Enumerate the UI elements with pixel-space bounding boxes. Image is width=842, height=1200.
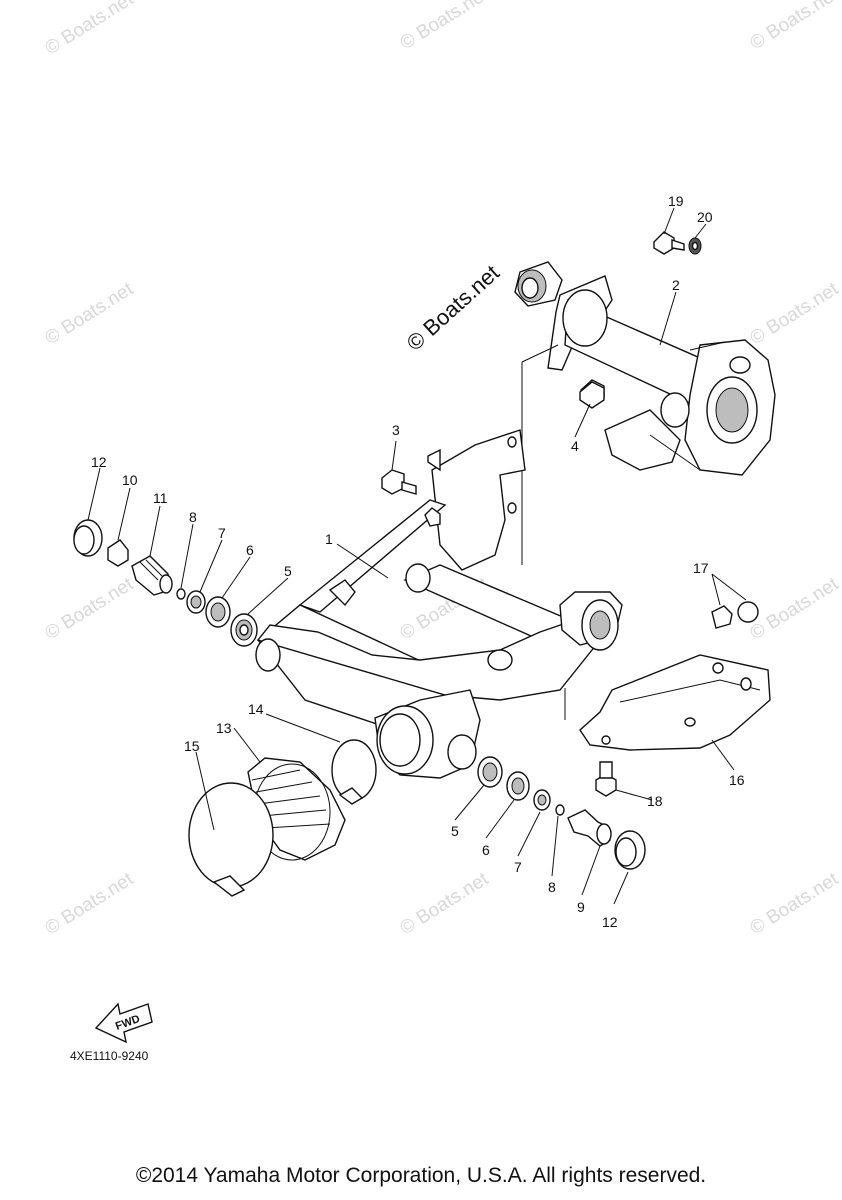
- callout-11: 11: [153, 490, 168, 506]
- shaft-9: [567, 809, 612, 847]
- callout-14: 14: [248, 701, 264, 717]
- callout-15: 15: [184, 738, 200, 754]
- callout-7-right: 7: [514, 859, 522, 875]
- bearing-5-left: [230, 613, 258, 647]
- watermark: © Boats.net: [747, 573, 842, 644]
- bolt-18: [595, 761, 617, 797]
- seal-6-left: [205, 596, 231, 628]
- watermark: © Boats.net: [397, 868, 493, 939]
- callout-10: 10: [122, 472, 138, 488]
- watermark: © Boats.net: [747, 278, 842, 349]
- rear-axle-housing: [514, 261, 776, 565]
- callout-20: 20: [697, 209, 713, 225]
- watermark: © Boats.net: [42, 868, 138, 939]
- watermark-center: © Boats.net: [402, 260, 504, 356]
- seal-7-left: [186, 590, 206, 614]
- washer-20: [688, 237, 702, 255]
- clamp-15: [188, 782, 274, 897]
- leader-lines: [87, 207, 747, 905]
- callouts: 19 20 2 4 3 1 12 10 11 8 7 6 5 17 14 13 …: [91, 193, 745, 930]
- callout-5-left: 5: [284, 563, 292, 579]
- seal-6-right: [506, 771, 530, 801]
- collar-10: [107, 539, 129, 567]
- guard-16: [579, 654, 771, 751]
- callout-7-left: 7: [218, 525, 226, 541]
- callout-8-right: 8: [548, 879, 556, 895]
- callout-19: 19: [668, 193, 684, 209]
- watermark: © Boats.net: [42, 0, 138, 59]
- callout-13: 13: [216, 720, 232, 736]
- watermark: © Boats.net: [747, 868, 842, 939]
- callout-5-right: 5: [451, 823, 459, 839]
- watermark: © Boats.net: [42, 278, 138, 349]
- diagram-code: 4XE1110-9240: [70, 1049, 149, 1063]
- cap-12-right: [614, 830, 646, 870]
- callout-16: 16: [729, 772, 745, 788]
- callout-12-left: 12: [91, 454, 107, 470]
- watermark: © Boats.net: [747, 0, 842, 54]
- callout-12-right: 12: [602, 914, 618, 930]
- callout-17: 17: [693, 560, 709, 576]
- seal-7-right: [533, 789, 551, 811]
- copyright-notice: ©2014 Yamaha Motor Corporation, U.S.A. A…: [135, 1164, 707, 1187]
- callout-2: 2: [672, 277, 680, 293]
- swingarm: [255, 429, 623, 779]
- callout-9: 9: [577, 899, 585, 915]
- shaft-11: [131, 555, 173, 596]
- bolt-3: [381, 469, 417, 495]
- bearing-5-right: [477, 756, 503, 788]
- nut-4: [579, 381, 605, 409]
- oring-8-right: [555, 804, 565, 816]
- watermark: © Boats.net: [397, 0, 493, 54]
- clamp-14: [331, 739, 377, 805]
- watermark: © Boats.net: [42, 573, 138, 644]
- callout-4: 4: [571, 438, 579, 454]
- bolt-19: [653, 231, 685, 255]
- callout-6-left: 6: [246, 542, 254, 558]
- callout-6-right: 6: [482, 842, 490, 858]
- oring-8-left: [176, 588, 186, 600]
- callout-8-left: 8: [189, 509, 197, 525]
- callout-1: 1: [325, 531, 333, 547]
- fwd-arrow-icon: FWD: [94, 1002, 153, 1044]
- grommet-17: [711, 601, 759, 629]
- callout-3: 3: [392, 422, 400, 438]
- cap-12-left: [73, 519, 103, 557]
- callout-18: 18: [647, 793, 663, 809]
